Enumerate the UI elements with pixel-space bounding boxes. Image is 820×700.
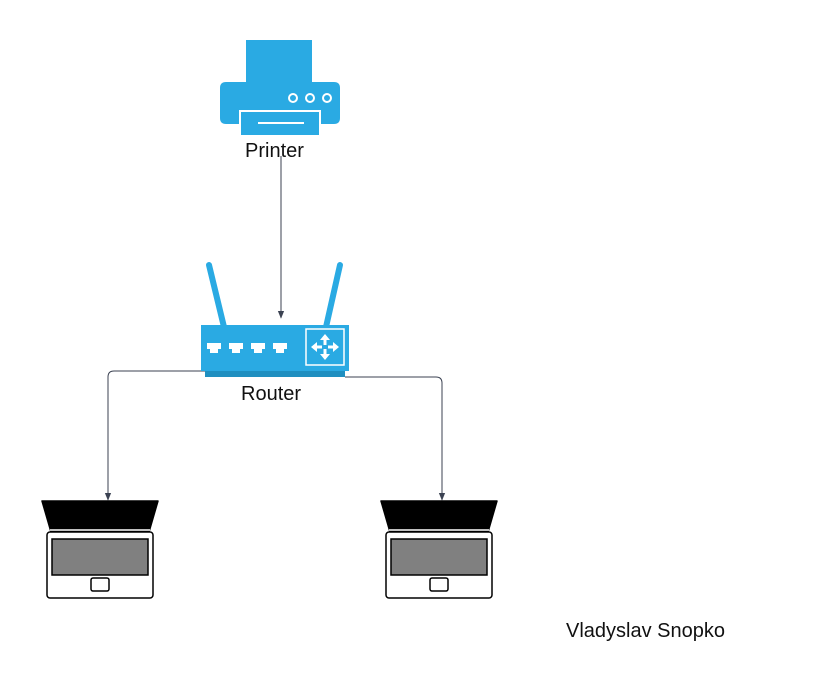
edge-router-laptop-left [104,370,205,501]
edge-router-laptop-right [345,376,446,501]
router-routing-arrows-icon [305,328,345,366]
router-ports [207,343,287,353]
laptop-right-icon [380,500,498,599]
router-antenna-right [323,262,343,330]
printer-label: Printer [245,140,304,162]
laptop-left-icon [41,500,159,599]
author-credit: Vladyslav Snopko [566,620,725,642]
printer-icon [220,40,340,137]
router-label: Router [241,383,302,405]
connections [104,156,446,501]
router-antenna-left [206,262,227,330]
router-icon [201,262,349,377]
